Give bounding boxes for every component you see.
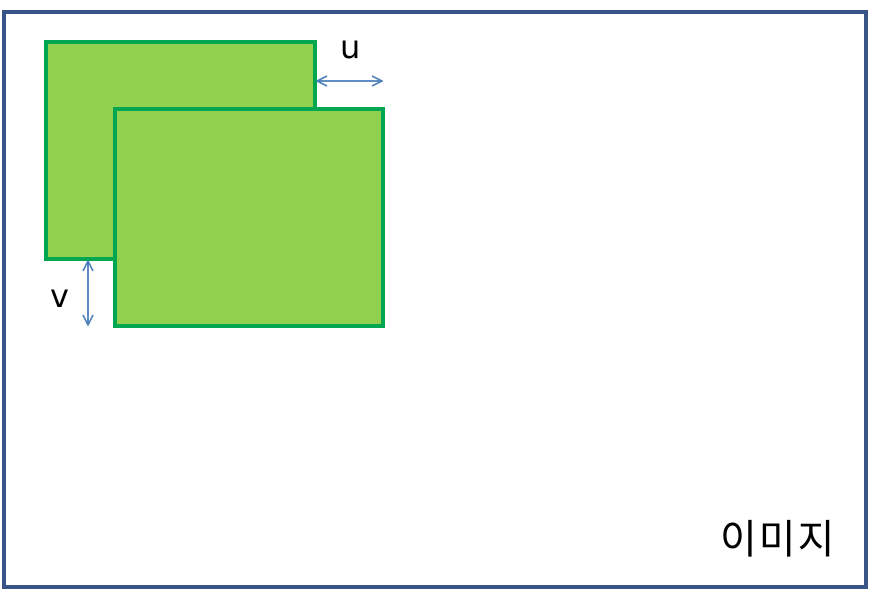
- u-shift-label: u: [340, 28, 361, 66]
- image-label: 이미지: [720, 517, 837, 563]
- shifted-window-box: [113, 107, 385, 328]
- v-shift-label: v: [50, 277, 69, 315]
